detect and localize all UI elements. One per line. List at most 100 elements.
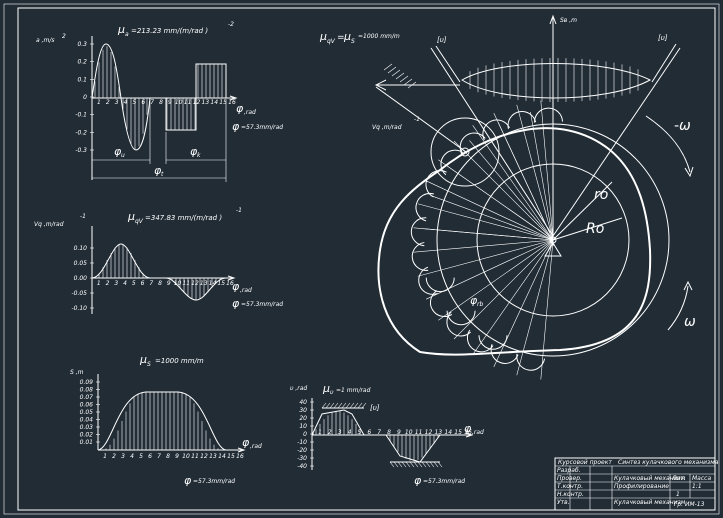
- plot-a-x-arrow: [229, 95, 238, 101]
- plot-a-return-block: [165, 63, 227, 131]
- plot-v-ylabel-exp: -1: [80, 213, 86, 220]
- plot-v-mu-text: =347.83 mm/(m/rad ): [145, 214, 222, 222]
- plot-s-xtick-label: 9: [175, 453, 179, 460]
- plot-s-curve: [97, 391, 227, 451]
- cam-radial-line: [446, 165, 554, 241]
- plot-theta-limit-hatch: [421, 461, 427, 468]
- tb-check: Провер.: [557, 475, 582, 482]
- plot-s-xtick-label: 16: [236, 453, 244, 460]
- plot-s-xtick-label: 5: [139, 453, 143, 460]
- cam-radial-line: [540, 239, 554, 380]
- plot-theta-limit-hatch: [353, 402, 359, 409]
- plot-a-xtick-label: 3: [115, 99, 119, 106]
- cam-roller-position: [410, 217, 427, 247]
- plot-theta-xtick-label: 8: [387, 429, 391, 436]
- plot-a-xtick-label: 15: [219, 99, 227, 106]
- plot-s-ytick-label: 0.09: [80, 379, 94, 386]
- title-block: Курсовой проект Синтез кулачкового механ…: [554, 457, 719, 511]
- tb-title: Синтез кулачкового механизма: [618, 459, 719, 466]
- plot-v-xtick-label: 2: [106, 280, 110, 287]
- cam-roller-position: [446, 310, 476, 326]
- cam-profile: [377, 127, 652, 356]
- plot-theta-ytick-label: -30: [297, 455, 307, 462]
- cam-support-hatch: [407, 81, 417, 89]
- plot-theta-ylabel: υ ,rad: [290, 385, 307, 392]
- plot-v-mu-exp: -1: [236, 207, 242, 214]
- cam-roller-position: [415, 193, 434, 222]
- cam-roller-position: [440, 149, 465, 176]
- plot-v-mu-sub: qV: [135, 218, 144, 225]
- plot-theta-limit-hatch: [413, 461, 419, 468]
- plot-v-xtick-label: 15: [217, 280, 225, 287]
- plot-s-xtick-label: 4: [130, 453, 134, 460]
- cam-velocity-line: [375, 86, 467, 153]
- plot-theta-limit-hatch: [397, 461, 403, 468]
- cam-radial-line: [417, 203, 554, 241]
- cam-radial-line: [430, 195, 554, 241]
- cam-s-axis-arrow: [549, 14, 557, 25]
- plot-theta-mu-phi-text: =57.3mm/rad: [423, 478, 465, 485]
- plot-theta-limit-hatch: [329, 402, 335, 409]
- cam-mu-right: μ: [343, 30, 351, 43]
- plot-s-xtick-label: 3: [121, 453, 125, 460]
- cam-radial-line: [453, 239, 554, 340]
- plot-a-curve: [91, 43, 151, 151]
- plot-s-x-arrow: [237, 447, 246, 453]
- tb-scale: 1:1: [692, 483, 702, 490]
- tb-tcontrol: Т.контр.: [557, 483, 583, 490]
- plot-a-xtick-label: 2: [106, 99, 110, 106]
- cam-support-hatch: [395, 72, 405, 80]
- cam-limit-left: [υ]: [437, 36, 447, 44]
- plot-s-ytick-label: 0.05: [80, 409, 94, 416]
- tb-sheet: 1: [676, 491, 680, 498]
- plot-theta-ytick-label: 10: [299, 423, 307, 430]
- plot-a-xlabel: φ: [236, 102, 244, 115]
- plot-v-xtick-label: 10: [174, 280, 182, 287]
- cam-roller: [430, 117, 500, 187]
- plot-theta-xlabel-sub: ,rad: [472, 429, 484, 436]
- plot-theta-limit-hatch: [405, 461, 411, 468]
- plot-a-phi-t-sub: t: [161, 171, 164, 178]
- plot-theta-ytick-label: -20: [297, 447, 307, 454]
- cam-base-circle: [476, 163, 630, 317]
- plot-a-xtick-label: 8: [159, 99, 163, 106]
- plot-s-xtick-label: 13: [209, 453, 217, 460]
- plot-theta-limit-hatch: [357, 402, 363, 409]
- cam-radial-line: [469, 140, 554, 241]
- plot-v-mu-phi-text: =57.3mm/rad: [241, 301, 283, 308]
- plot-s-ytick-label: 0.04: [80, 417, 94, 424]
- plot-theta-mu-sub: υ: [330, 389, 334, 396]
- cam-mu-right-sub: S: [351, 38, 355, 45]
- cam-roller-position: [516, 353, 546, 371]
- plot-theta-mu-phi: φ: [414, 474, 422, 487]
- cam-rotation-arc-bottom: [667, 285, 689, 331]
- plot-v-xlabel-sub: ,rad: [240, 287, 252, 294]
- plot-a-xtick-label: 6: [141, 99, 145, 106]
- plot-theta-xlabel: φ: [464, 422, 472, 435]
- plot-s-mu-phi: φ: [184, 474, 192, 487]
- plot-theta-limit-hatch: [361, 402, 367, 409]
- plot-a-ytick-label: -0.2: [75, 129, 87, 136]
- plot-a-phi-u: φ: [114, 145, 122, 158]
- title-block-frame: [554, 457, 716, 511]
- plot-a-xtick-label: 4: [124, 99, 128, 106]
- plot-v-curve: [91, 243, 227, 301]
- plot-s-xtick-label: 1: [103, 453, 107, 460]
- cam-radial-line: [413, 239, 554, 253]
- plot-theta-limit-hatch: [337, 402, 343, 409]
- plot-theta-limit-hatch: [425, 461, 431, 468]
- plot-v-ytick-label: -0.05: [71, 290, 87, 297]
- plot-theta-xtick-label: 14: [444, 429, 452, 436]
- plot-a-ytick-label: 0.3: [77, 41, 87, 48]
- plot-theta-limit-hatch: [409, 461, 415, 468]
- plot-theta-limit-hatch: [433, 461, 439, 468]
- cam-omega-neg: -ω: [674, 118, 691, 134]
- plot-a-xtick-label: 12: [193, 99, 201, 106]
- plot-a-xtick-label: 13: [202, 99, 210, 106]
- cam-support-hatch: [391, 69, 401, 77]
- cam-rotation-arrow-bottom: [683, 280, 693, 291]
- plot-a-phi-t: φ: [154, 164, 162, 177]
- plot-theta-ytick-label: 30: [299, 407, 307, 414]
- plot-theta-curve: [311, 409, 441, 463]
- plot-theta-ytick-label: 20: [299, 415, 307, 422]
